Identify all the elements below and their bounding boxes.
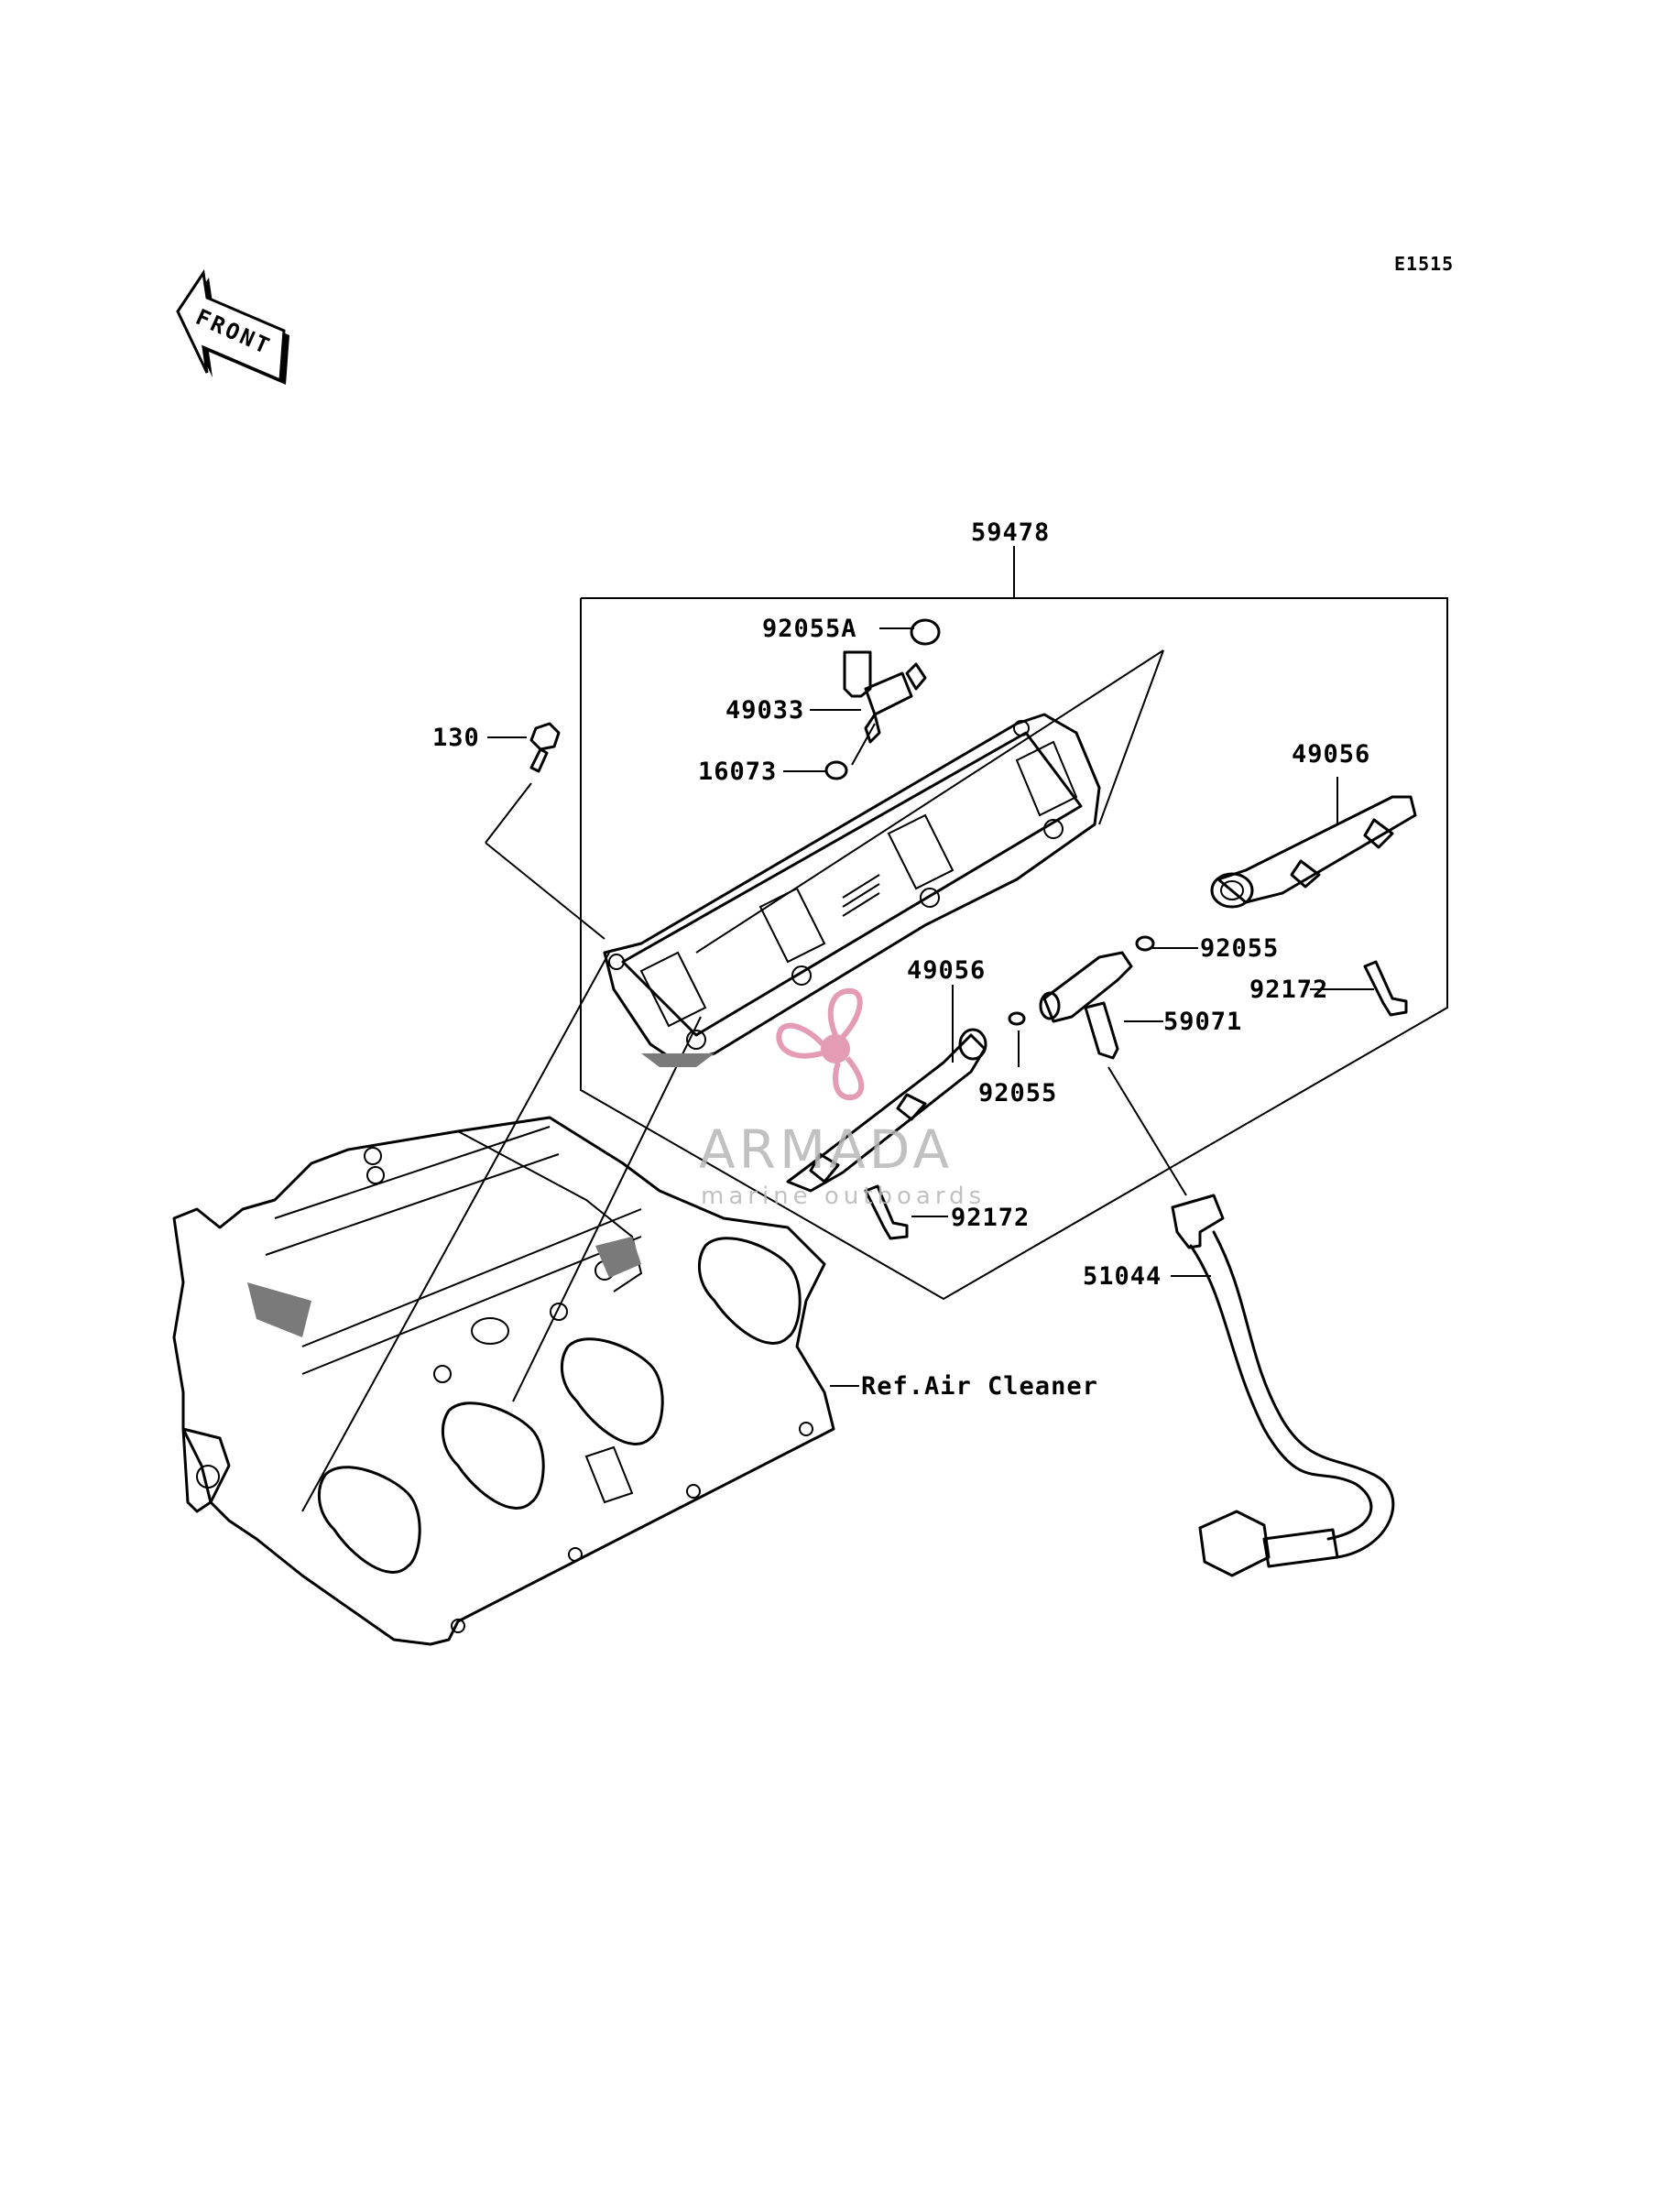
label-92172-right: 92172	[1249, 976, 1328, 1004]
label-49033: 49033	[725, 696, 804, 725]
label-59071: 59071	[1163, 1008, 1242, 1036]
fuel-pipe-lower	[786, 1028, 987, 1193]
watermark-brand: ARMADA	[699, 1118, 953, 1181]
label-130: 130	[432, 724, 480, 752]
propeller-logo-icon	[776, 987, 865, 1101]
label-16073: 16073	[698, 758, 777, 786]
fuel-hose-51044	[1171, 1194, 1395, 1577]
bolt-130	[529, 722, 561, 773]
label-49056-upper: 49056	[1292, 740, 1370, 769]
label-ref-air-cleaner: Ref.Air Cleaner	[861, 1372, 1098, 1401]
front-arrow-icon: FRONT	[176, 268, 289, 385]
watermark-tagline: marine outboards	[701, 1183, 986, 1210]
assembly-frame: 59478	[580, 518, 1448, 1301]
t-joint-59071	[1008, 951, 1133, 1060]
label-59478: 59478	[971, 518, 1050, 547]
bolt-92172-lower	[864, 1184, 909, 1240]
label-92055-lower: 92055	[978, 1079, 1057, 1107]
injector-assembly	[824, 618, 941, 780]
part-labels: 92055A 49033 130 16073 49056 92055 92172…	[432, 615, 1370, 1401]
diagram-code: E1515	[1394, 253, 1454, 275]
label-92055A: 92055A	[762, 615, 857, 643]
label-51044: 51044	[1083, 1262, 1162, 1291]
fuel-manifold	[603, 713, 1101, 1067]
label-92172-lower: 92172	[951, 1204, 1030, 1232]
label-49056-lower: 49056	[907, 956, 986, 985]
air-cleaner-housing	[172, 1116, 835, 1646]
guide-lines	[301, 649, 1164, 1512]
leader-lines	[487, 627, 1374, 1387]
label-92055-right: 92055	[1200, 934, 1279, 963]
watermark: ARMADA marine outboards	[699, 987, 986, 1210]
bolt-92172-right	[1363, 960, 1408, 1017]
fuel-pipe-upper	[1135, 795, 1417, 952]
